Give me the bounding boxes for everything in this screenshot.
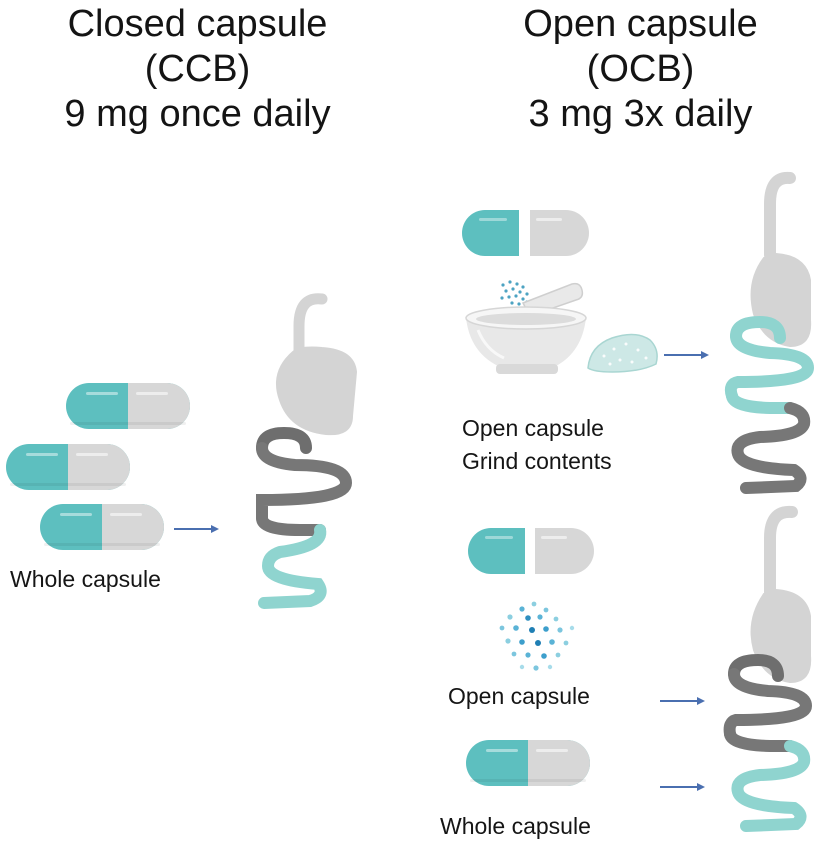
arrow-icon bbox=[663, 350, 710, 360]
capsule-teal-half-icon bbox=[462, 210, 519, 256]
ocb-dose: 3 mg 3x daily bbox=[528, 93, 753, 135]
mortar-and-pestle-icon bbox=[465, 282, 587, 374]
capsule-granules-icon bbox=[499, 601, 575, 671]
open-capsule-halves-top bbox=[462, 210, 589, 256]
ground-label-line-2: Grind contents bbox=[462, 448, 612, 474]
ccb-dose: 9 mg once daily bbox=[64, 93, 331, 135]
arrow-icon bbox=[659, 696, 706, 706]
digestive-tract-icon bbox=[724, 171, 815, 494]
capsule-icon bbox=[466, 740, 590, 786]
ocb-abbreviation: (OCB) bbox=[586, 48, 695, 90]
open-capsule-label: Open capsule bbox=[448, 683, 590, 709]
closed-capsule-heading: Closed capsule (CCB) 9 mg once daily bbox=[0, 2, 395, 137]
capsule-teal-half-icon bbox=[468, 528, 525, 574]
closed-capsule-title: Closed capsule bbox=[67, 3, 328, 45]
capsule-icon bbox=[40, 504, 164, 550]
open-capsule-title: Open capsule bbox=[523, 3, 758, 45]
capsule-icon bbox=[66, 383, 190, 429]
capsule-icon bbox=[6, 444, 130, 490]
arrow-icon bbox=[173, 524, 220, 534]
digestive-tract-icon bbox=[723, 505, 813, 832]
open-capsule-heading: Open capsule (OCB) 3 mg 3x daily bbox=[455, 2, 826, 137]
capsule-gray-half-icon bbox=[530, 210, 589, 256]
ground-label-line-1: Open capsule bbox=[462, 415, 604, 441]
ground-powder-pile-icon bbox=[587, 333, 658, 373]
stacked-capsules bbox=[6, 383, 190, 550]
ccb-abbreviation: (CCB) bbox=[144, 48, 251, 90]
open-capsule-halves-bottom bbox=[468, 528, 594, 574]
left-whole-capsule-label: Whole capsule bbox=[10, 566, 161, 592]
capsule-gray-half-icon bbox=[535, 528, 594, 574]
arrow-icon bbox=[659, 782, 706, 792]
digestive-tract-icon bbox=[256, 293, 358, 609]
right-whole-capsule-label: Whole capsule bbox=[440, 813, 591, 839]
